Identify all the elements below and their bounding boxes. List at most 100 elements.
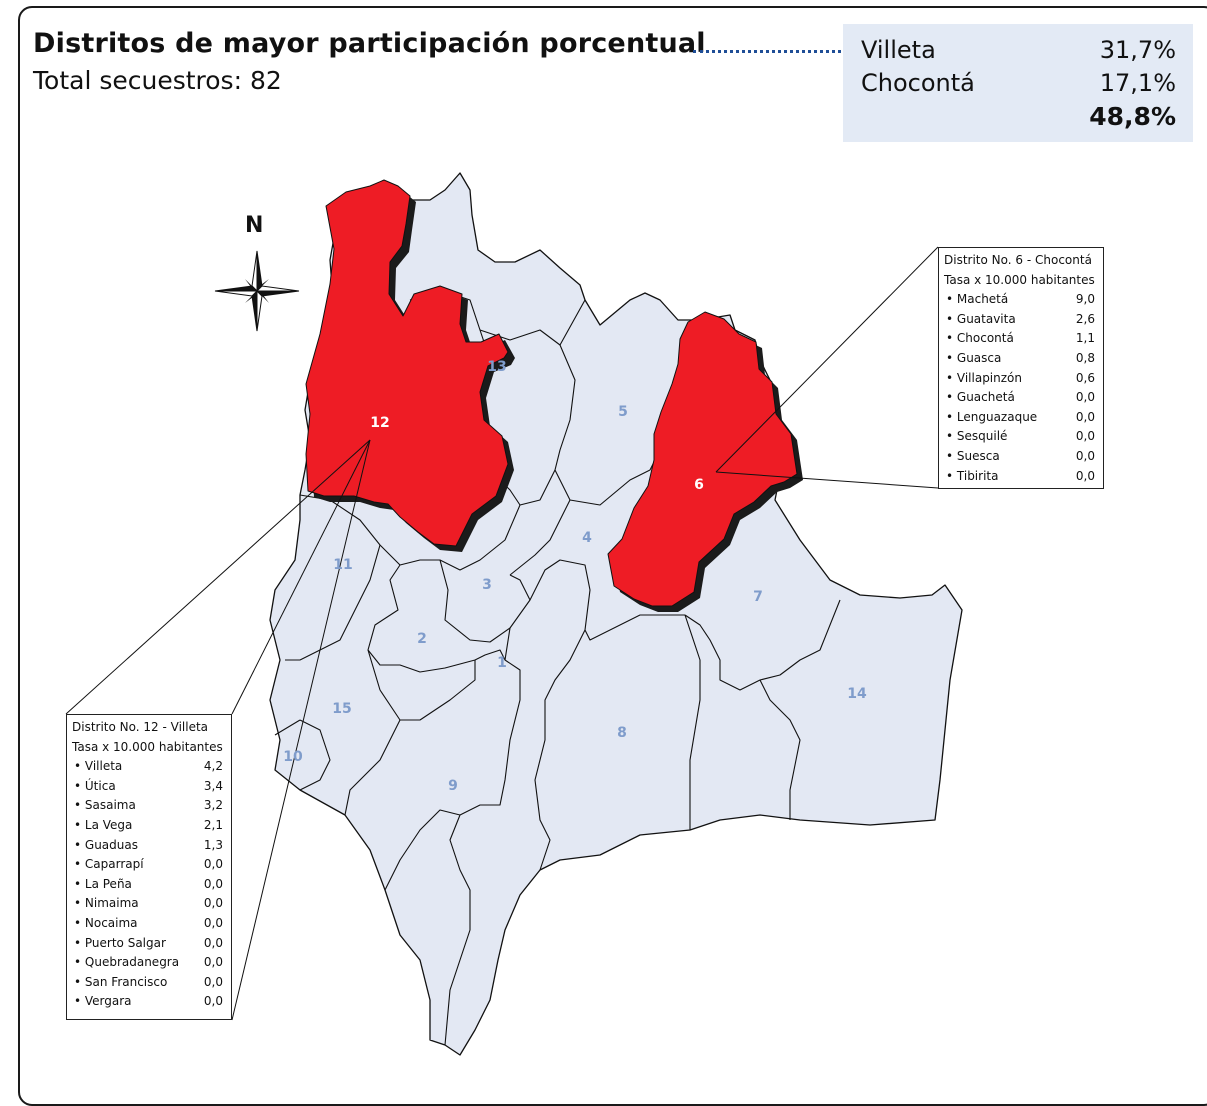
district-map: 1 2 3 4 5 6 7 8 9 10 11 12 13 14 15 (65, 172, 963, 1056)
boundary-line (367, 504, 521, 673)
legend-item-name: • Sesquilé (946, 429, 1008, 444)
legend-item-value: 4,2 (203, 759, 223, 774)
district-label-4: 4 (582, 530, 592, 546)
legend-leader-lines (65, 246, 939, 1021)
legend-item-value: 0,0 (203, 857, 223, 872)
legend-item-value: 3,2 (203, 798, 223, 813)
legend-item-name: • Suesca (946, 448, 1000, 463)
legend-item-name: • Caparrapí (74, 857, 144, 872)
district-label-12: 12 (370, 415, 389, 431)
legend-item-value: 3,4 (203, 778, 223, 793)
summary-row-choconta: Chocontá 17,1% (861, 69, 1176, 97)
boundary-line (444, 649, 521, 1046)
legend-item: • Puerto Salgar 0,0 (72, 934, 225, 954)
title-leader-line (693, 50, 841, 53)
legend-villeta: Distrito No. 12 - Villeta Tasa x 10.000 … (66, 714, 232, 1020)
legend-item: • Suesca 0,0 (944, 447, 1097, 467)
boundary-line (299, 719, 331, 791)
district-label-11: 11 (333, 557, 352, 573)
legend-subtitle: Tasa x 10.000 habitantes (72, 739, 223, 754)
legend-item: • Sasaima 3,2 (72, 796, 225, 816)
boundary-line (554, 344, 671, 506)
legend-item: • Villapinzón 0,6 (944, 369, 1097, 389)
legend-item-value: 0,6 (1075, 370, 1095, 385)
compass-rose-icon (214, 250, 300, 332)
legend-item-name: • Guatavita (946, 311, 1016, 326)
boundary-line (367, 649, 476, 721)
legend-item: • Nimaima 0,0 (72, 894, 225, 914)
legend-item-name: • Guasca (946, 350, 1002, 365)
legend-item: • Tibirita 0,0 (944, 467, 1097, 487)
legend-item: • Quebradanegra 0,0 (72, 953, 225, 973)
legend-item-name: • Sasaima (74, 798, 136, 813)
legend-item: • Guasca 0,8 (944, 349, 1097, 369)
summary-row-name: Chocontá (861, 69, 975, 97)
legend-item: • Sesquilé 0,0 (944, 427, 1097, 447)
villeta-leader (65, 439, 371, 715)
legend-item-value: 9,0 (1075, 292, 1095, 307)
legend-item: • Villeta 4,2 (72, 757, 225, 777)
legend-item-value: 0,8 (1075, 350, 1095, 365)
legend-item-name: • Puerto Salgar (74, 935, 166, 950)
district-label-14: 14 (847, 686, 867, 702)
legend-item-name: • Vergara (74, 994, 132, 1009)
summary-row-name: Villeta (861, 36, 936, 64)
summary-total: 48,8% (1089, 102, 1176, 131)
legend-subtitle: Tasa x 10.000 habitantes (944, 272, 1095, 287)
legend-item-name: • Villeta (74, 759, 123, 774)
legend-item-value: 0,0 (203, 896, 223, 911)
legend-item-name: • Quebradanegra (74, 955, 180, 970)
boundary-line (519, 469, 556, 506)
summary-row-value: 31,7% (1099, 36, 1176, 64)
legend-item-name: • Chocontá (946, 331, 1014, 346)
legend-item-value: 0,0 (1075, 468, 1095, 483)
legend-item-value: 0,0 (1075, 390, 1095, 405)
choconta-leader (715, 246, 939, 473)
legend-item-name: • La Vega (74, 817, 133, 832)
legend-item-name: • Villapinzón (946, 370, 1022, 385)
district-label-8: 8 (617, 725, 627, 741)
district-label-1: 1 (497, 655, 507, 671)
boundary-line (504, 627, 511, 661)
legend-item-name: • Nimaima (74, 896, 139, 911)
legend-item-name: • Guachetá (946, 390, 1015, 405)
villeta-leader (231, 439, 371, 1021)
boundary-line (344, 719, 401, 816)
legend-item-value: 0,0 (203, 994, 223, 1009)
district-6-shape[interactable] (607, 311, 798, 607)
legend-item-value: 0,0 (203, 935, 223, 950)
legend-item-value: 0,0 (203, 955, 223, 970)
district-label-15: 15 (332, 701, 351, 717)
legend-item: • Guachetá 0,0 (944, 388, 1097, 408)
legend-item-name: • San Francisco (74, 974, 168, 989)
legend-item-value: 0,0 (1075, 429, 1095, 444)
legend-item-name: • Tibirita (946, 468, 999, 483)
highlight-districts (305, 179, 798, 607)
legend-item: • Guaduas 1,3 (72, 836, 225, 856)
legend-title: Distrito No. 12 - Villeta (72, 720, 209, 734)
legend-item-value: 0,0 (1075, 448, 1095, 463)
legend-item-name: • La Peña (74, 876, 132, 891)
boundary-line (684, 599, 841, 691)
district-label-9: 9 (448, 778, 458, 794)
legend-item-value: 1,3 (203, 837, 223, 852)
district-12-shape[interactable] (305, 179, 509, 547)
legend-item-value: 2,1 (203, 817, 223, 832)
villeta-leader (231, 439, 371, 715)
page-subtitle: Total secuestros: 82 (33, 66, 282, 95)
legend-item-name: • Guaduas (74, 837, 138, 852)
legend-item: • Chocontá 1,1 (944, 329, 1097, 349)
boundary-line (384, 809, 461, 891)
summary-box: Villeta 31,7% Chocontá 17,1% 48,8% (843, 24, 1193, 142)
district-label-10: 10 (283, 749, 303, 765)
legend-title: Distrito No. 6 - Chocontá (944, 253, 1092, 267)
boundary-line (285, 544, 381, 661)
legend-item: • La Vega 2,1 (72, 816, 225, 836)
legend-item-value: 1,1 (1075, 331, 1095, 346)
choconta-leader (715, 471, 939, 489)
boundary-line (439, 559, 531, 643)
